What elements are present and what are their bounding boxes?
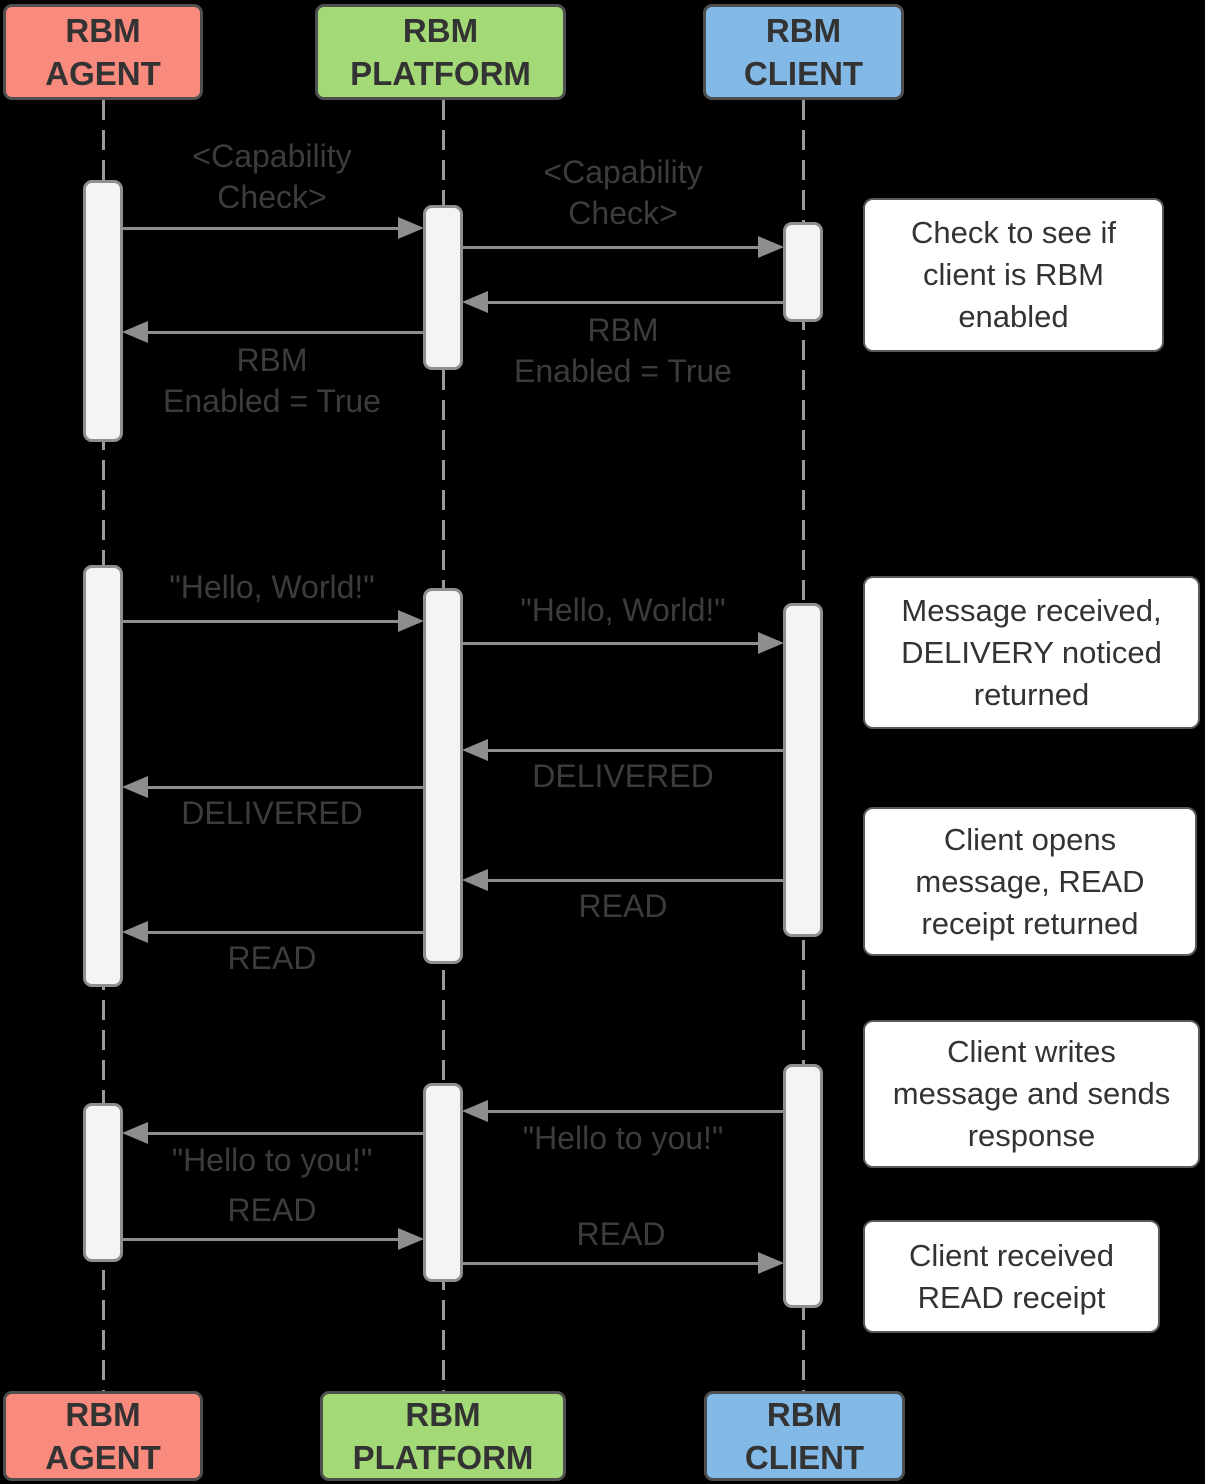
- message-label-delivered-1: DELIVERED: [532, 758, 714, 794]
- actor-box-rbm-platform-bottom: RBM PLATFORM: [320, 1391, 566, 1481]
- arrow-line: [487, 878, 783, 882]
- arrowhead-left-icon: [462, 739, 488, 761]
- activation-bar-agent-2: [83, 565, 123, 987]
- arrowhead-right-icon: [758, 1252, 784, 1274]
- arrow-line: [147, 1131, 423, 1135]
- activation-bar-client-2: [783, 603, 823, 937]
- message-label-read-2: READ: [227, 940, 317, 976]
- arrow-line: [487, 748, 783, 752]
- arrow-line: [123, 619, 399, 623]
- message-label-hello-to-you-1: "Hello to you!": [522, 1120, 724, 1156]
- activation-bar-agent-1: [83, 180, 123, 442]
- arrowhead-left-icon: [462, 291, 488, 313]
- activation-bar-platform-2: [423, 588, 463, 964]
- arrowhead-left-icon: [122, 321, 148, 343]
- arrowhead-right-icon: [398, 610, 424, 632]
- arrow-line: [487, 1109, 783, 1113]
- arrow-line: [463, 1261, 759, 1265]
- activation-bar-client-1: [783, 222, 823, 322]
- note-check-rbm-enabled: Check to see if client is RBM enabled: [863, 198, 1164, 352]
- actor-box-rbm-agent-top: RBM AGENT: [3, 4, 203, 100]
- activation-bar-client-3: [783, 1064, 823, 1308]
- arrowhead-right-icon: [758, 632, 784, 654]
- arrowhead-left-icon: [122, 1122, 148, 1144]
- arrowhead-left-icon: [122, 776, 148, 798]
- note-client-opens-message: Client opens message, READ receipt retur…: [863, 807, 1197, 956]
- message-label-rbm-enabled-1: RBM Enabled = True: [514, 312, 732, 389]
- message-label-capability-check-1: <Capability Check>: [192, 138, 352, 215]
- arrow-line: [463, 641, 759, 645]
- message-label-read-1: READ: [578, 888, 668, 924]
- arrowhead-right-icon: [398, 1228, 424, 1250]
- message-label-hello-world-1: "Hello, World!": [169, 569, 375, 605]
- activation-bar-platform-3: [423, 1083, 463, 1282]
- arrowhead-left-icon: [462, 869, 488, 891]
- arrowhead-left-icon: [462, 1100, 488, 1122]
- arrow-line: [487, 300, 783, 304]
- note-client-received-read: Client received READ receipt: [863, 1220, 1160, 1333]
- message-label-delivered-2: DELIVERED: [181, 795, 363, 831]
- actor-box-rbm-platform-top: RBM PLATFORM: [315, 4, 566, 100]
- note-client-writes-message: Client writes message and sends response: [863, 1020, 1200, 1168]
- arrow-line: [463, 245, 759, 249]
- arrowhead-left-icon: [122, 921, 148, 943]
- arrow-line: [123, 1237, 399, 1241]
- arrowhead-right-icon: [398, 217, 424, 239]
- message-label-read-4: READ: [576, 1216, 666, 1252]
- actor-box-rbm-agent-bottom: RBM AGENT: [3, 1391, 203, 1481]
- arrow-line: [147, 330, 423, 334]
- activation-bar-platform-1: [423, 205, 463, 370]
- arrowhead-right-icon: [758, 236, 784, 258]
- actor-box-rbm-client-bottom: RBM CLIENT: [704, 1391, 905, 1481]
- message-label-hello-to-you-2: "Hello to you!": [171, 1142, 373, 1178]
- arrow-line: [147, 930, 423, 934]
- note-message-received: Message received, DELIVERY noticed retur…: [863, 576, 1200, 729]
- message-label-capability-check-2: <Capability Check>: [543, 154, 703, 231]
- arrow-line: [147, 785, 423, 789]
- message-label-rbm-enabled-2: RBM Enabled = True: [163, 342, 381, 419]
- actor-box-rbm-client-top: RBM CLIENT: [703, 4, 904, 100]
- activation-bar-agent-3: [83, 1103, 123, 1262]
- message-label-hello-world-2: "Hello, World!": [520, 592, 726, 628]
- message-label-read-3: READ: [227, 1192, 317, 1228]
- arrow-line: [123, 226, 399, 230]
